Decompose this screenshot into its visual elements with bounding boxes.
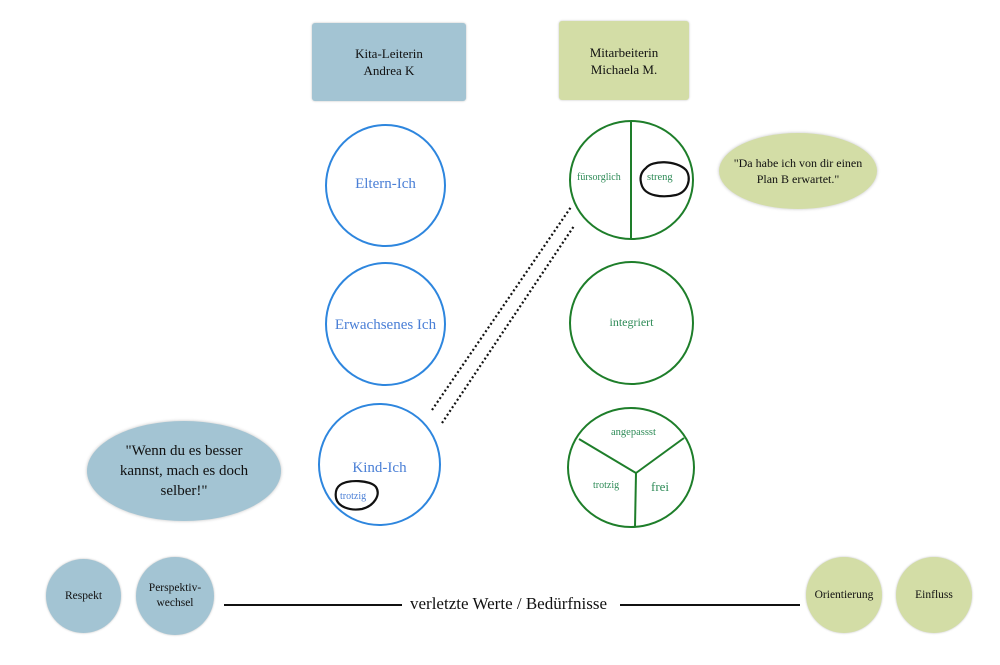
right-child-rebellious-label: trotzig [593, 480, 620, 491]
left-child-ego-circle: Kind-Ich trotzig [318, 403, 441, 526]
left-person-header: Kita-Leiterin Andrea K [312, 23, 466, 101]
right-child-divider-right [635, 437, 685, 474]
right-parent-strict-label: streng [647, 172, 673, 183]
right-parent-caring-label: fürsorglich [577, 172, 621, 183]
violated-values-label: verletzte Werte / Bedürfnisse [410, 594, 608, 613]
left-adult-ego-label: Erwachsenes Ich [334, 317, 437, 333]
right-child-free-label: frei [651, 479, 670, 494]
transaction-line-2 [441, 225, 575, 424]
left-quote-bubble: "Wenn du es besser kannst, mach es doch … [87, 421, 281, 521]
highlight-loop-trotzig [334, 480, 379, 511]
right-child-divider-left [578, 438, 637, 474]
left-adult-ego-circle: Erwachsenes Ich [325, 262, 446, 386]
left-child-trotzig-label: trotzig [340, 491, 367, 502]
left-child-ego-label: Kind-Ich [352, 460, 407, 476]
right-quote-bubble: "Da habe ich von dir einen Plan B erwart… [719, 133, 877, 209]
left-parent-ego-circle: Eltern-Ich [325, 124, 446, 247]
right-adult-ego-circle: integriert [569, 261, 694, 385]
highlight-loop-streng [639, 161, 690, 198]
right-child-adapted-label: angepassst [611, 427, 656, 438]
right-person-header: Mitarbeiterin Michaela M. [559, 21, 689, 100]
value-circle-orientation: Orientierung [806, 557, 882, 633]
transaction-line-1 [431, 206, 572, 411]
value-circle-perspective: Perspektiv- wechsel [136, 557, 214, 635]
value-circle-influence: Einfluss [896, 557, 972, 633]
value-circle-respect: Respekt [46, 559, 121, 633]
right-child-ego-circle: angepassst trotzig frei [567, 407, 695, 528]
right-child-divider-bottom [634, 472, 637, 528]
left-parent-ego-label: Eltern-Ich [355, 176, 416, 192]
right-adult-ego-label: integriert [609, 315, 654, 329]
